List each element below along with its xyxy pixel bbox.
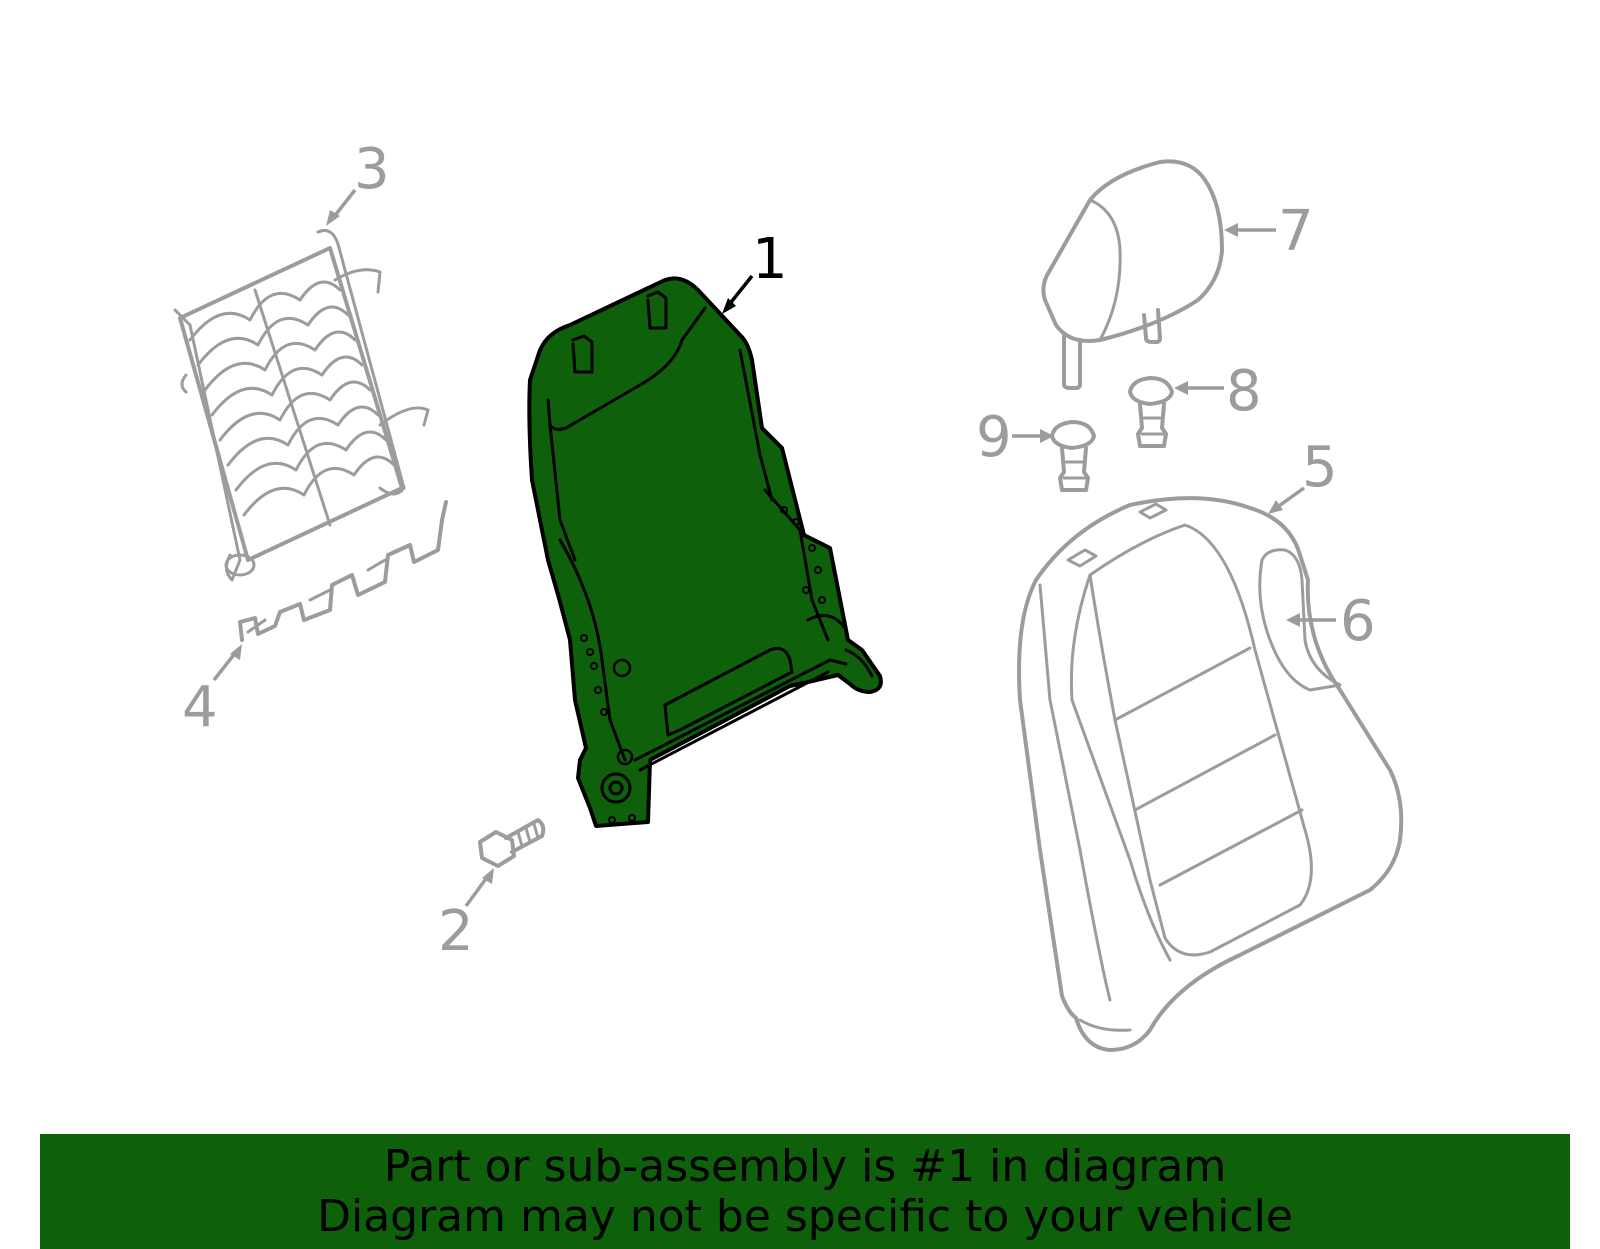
part-8-guide xyxy=(1128,376,1174,448)
callout-6: 6 xyxy=(1340,589,1376,654)
callout-9: 9 xyxy=(976,405,1012,470)
info-banner: Part or sub-assembly is #1 in diagram Di… xyxy=(40,1134,1570,1249)
callout-1: 1 xyxy=(752,227,788,292)
banner-line-1: Part or sub-assembly is #1 in diagram xyxy=(383,1140,1227,1192)
callout-6-leader xyxy=(1286,613,1336,627)
callout-2: 2 xyxy=(438,899,474,964)
callout-5: 5 xyxy=(1302,435,1338,500)
callout-3-leader xyxy=(326,188,357,226)
callout-4: 4 xyxy=(182,675,218,740)
callout-3: 3 xyxy=(354,137,390,202)
part-3-spring-mat xyxy=(173,229,430,582)
callout-1-leader xyxy=(722,274,754,314)
banner-line-2: Diagram may not be specific to your vehi… xyxy=(317,1190,1293,1242)
part-6-side-pad xyxy=(1258,548,1342,692)
callout-5-leader xyxy=(1268,486,1306,514)
part-7-headrest xyxy=(1041,159,1224,390)
part-4-wire-spring xyxy=(238,500,448,642)
callout-8: 8 xyxy=(1226,359,1262,424)
part-1-seat-back-frame xyxy=(527,276,883,828)
callout-7: 7 xyxy=(1278,199,1314,264)
callout-7-leader xyxy=(1224,223,1276,237)
callout-8-leader xyxy=(1174,381,1224,395)
part-9-guide xyxy=(1050,420,1096,492)
callout-4-leader xyxy=(212,644,242,682)
callout-2-leader xyxy=(464,868,494,908)
callout-9-leader xyxy=(1012,429,1054,443)
part-5-seat-back-cover xyxy=(1017,496,1404,1052)
part-2-bolt xyxy=(478,818,546,868)
